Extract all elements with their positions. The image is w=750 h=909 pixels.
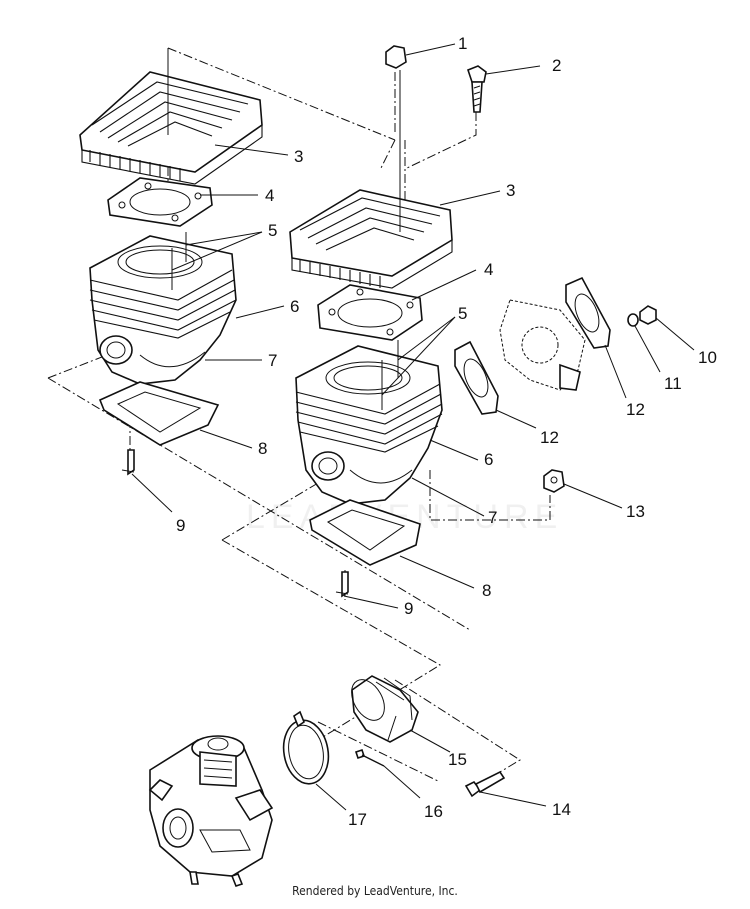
- left-fitting: [121, 449, 135, 476]
- callout-8: 8: [482, 581, 491, 600]
- callout-13: 13: [626, 502, 645, 521]
- callout-9: 9: [176, 516, 185, 535]
- callout-5: 5: [458, 304, 467, 323]
- right-cylinder: [295, 340, 443, 505]
- nut-10: [639, 305, 657, 325]
- callout-7: 7: [488, 508, 497, 527]
- callout-14: 14: [552, 800, 571, 819]
- callout-labels: 1 2 3 3 4 4 5 5 6 6 7 7 8 8 9 9 10 11 12…: [176, 34, 717, 829]
- callout-9: 9: [404, 599, 413, 618]
- left-head-gasket: [107, 177, 213, 227]
- washer-11: [627, 313, 639, 327]
- alignment-lines: [47, 47, 551, 791]
- callout-1: 1: [458, 34, 467, 53]
- leader-lines: [131, 43, 695, 811]
- callout-16: 16: [424, 802, 443, 821]
- exhaust-gasket-upper: [565, 276, 611, 349]
- right-fitting: [335, 571, 349, 598]
- left-cylinder-head: [79, 55, 263, 185]
- bolt-14: [464, 770, 506, 798]
- callout-10: 10: [698, 348, 717, 367]
- callout-4: 4: [484, 260, 493, 279]
- callout-5: 5: [268, 221, 277, 240]
- screw-16: [354, 748, 385, 767]
- nut-13: [543, 469, 565, 493]
- callout-3: 3: [294, 147, 303, 166]
- footer-credit: Rendered by LeadVenture, Inc.: [292, 884, 458, 898]
- clamp-17: [282, 710, 330, 785]
- right-cylinder-head: [289, 70, 453, 289]
- right-nut-1: [385, 45, 407, 69]
- callout-4: 4: [265, 186, 274, 205]
- callout-15: 15: [448, 750, 467, 769]
- callout-12: 12: [540, 428, 559, 447]
- intake-boot-15: [351, 675, 419, 743]
- callout-17: 17: [348, 810, 367, 829]
- callout-6: 6: [290, 297, 299, 316]
- left-cylinder: [89, 232, 237, 385]
- carburetor: [148, 735, 274, 887]
- callout-8: 8: [258, 439, 267, 458]
- right-head-gasket: [317, 284, 423, 341]
- callout-11: 11: [664, 374, 682, 393]
- callout-7: 7: [268, 351, 277, 370]
- exhaust-flange-plate: [499, 299, 586, 391]
- callout-6: 6: [484, 450, 493, 469]
- left-base-gasket: [98, 381, 220, 446]
- callout-12: 12: [626, 400, 645, 419]
- right-bolt-2: [467, 65, 487, 113]
- exhaust-gasket-lower: [454, 340, 499, 415]
- callout-2: 2: [552, 56, 561, 75]
- right-base-gasket: [309, 499, 421, 566]
- callout-3: 3: [506, 181, 515, 200]
